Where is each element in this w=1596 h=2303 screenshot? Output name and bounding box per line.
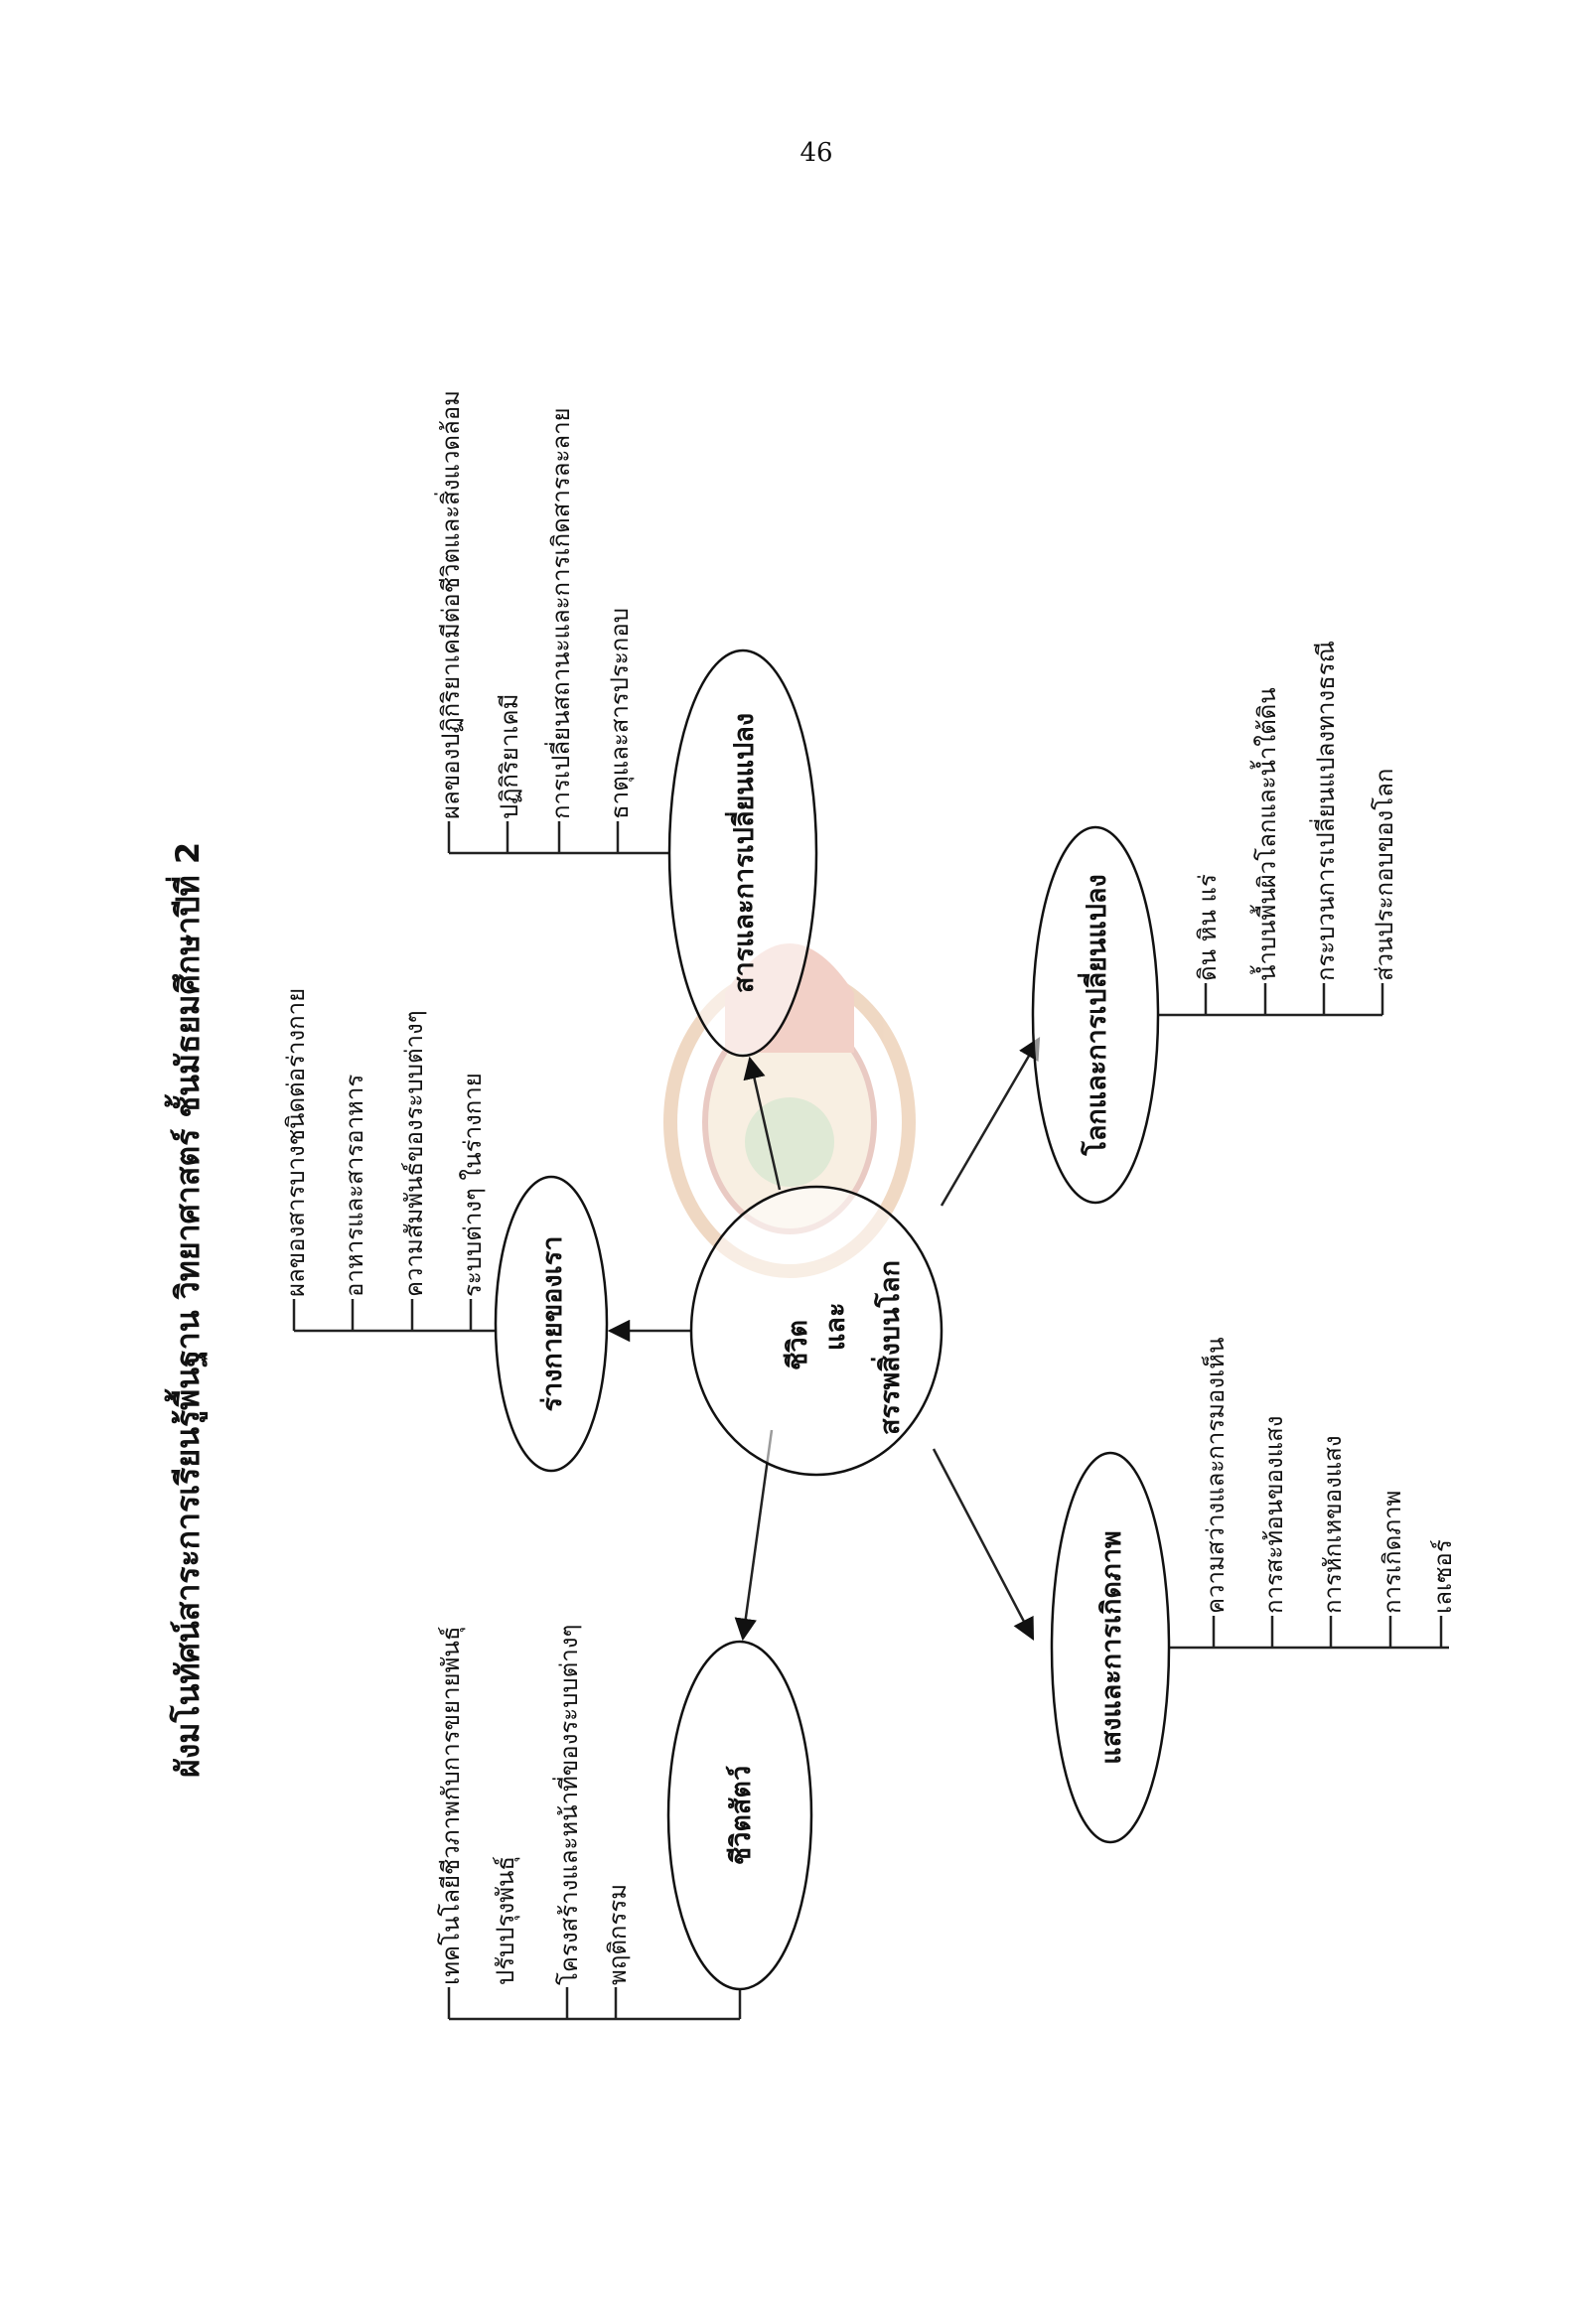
concept-node-label: ร่างกายของเรา (537, 1236, 568, 1412)
concept-node-label: แสงและการเกิดภาพ (1096, 1530, 1127, 1764)
concept-node (494, 1175, 609, 1473)
concept-item: น้ำบนพื้นผิวโลกและน้ำใต้ดิน (1249, 687, 1281, 981)
concept-item: ส่วนประกอบของโลก (1371, 769, 1398, 981)
concept-map: ผลของสารบางชนิดต่อร่างกาย อาหารและสารอาหา… (282, 390, 1457, 2021)
connector-arrow (940, 1037, 1041, 1207)
concept-item: การสะท้อนของแสง (1260, 1416, 1288, 1614)
diagram-title: ผังมโนทัศน์สาระการเรียนรู้พื้นฐาน วิทยาศ… (164, 842, 209, 1778)
concept-node (1050, 1451, 1171, 1844)
concept-item: การเกิดภาพ (1378, 1491, 1406, 1614)
connector-arrow (734, 1429, 774, 1642)
concept-node (666, 1640, 813, 1991)
page-number: 46 (799, 138, 832, 168)
center-node (689, 1185, 943, 1477)
concept-item: ปฏิกิริยาเคมี (496, 694, 523, 819)
concept-node (1031, 825, 1160, 1205)
center-label-line-2: และ (820, 1303, 851, 1351)
concept-item: ผลของสารบางชนิดต่อร่างกาย (282, 988, 310, 1297)
connector-arrow (932, 1448, 1035, 1641)
concept-item: พฤติกรรม (604, 1884, 632, 1985)
concept-node-label: สารและการเปลี่ยนแปลง (724, 713, 760, 993)
concept-item: เลเซอร์ (1429, 1539, 1457, 1614)
connector-arrow (743, 1056, 782, 1191)
concept-item: การเปลี่ยนสถานะและการเกิดสารละลาย (544, 407, 575, 819)
concept-item: ความสัมพันธ์ของระบบต่างๆ (400, 1010, 428, 1297)
concept-item: ดิน หิน แร่ (1194, 874, 1222, 981)
concept-item: ปรับปรุงพันธุ์ (492, 1856, 520, 1985)
concept-item: การหักเหของแสง (1319, 1435, 1347, 1614)
center-label-line-1: ชีวิต (783, 1320, 813, 1370)
concept-item: อาหารและสารอาหาร (341, 1075, 368, 1297)
concept-node (667, 648, 818, 1058)
concept-node-label: ชีวิตสัตว์ (725, 1766, 757, 1865)
concept-item: ระบบต่างๆ ในร่างกาย (459, 1073, 487, 1297)
concept-node-label: โลกและการเปลี่ยนแปลง (1077, 874, 1112, 1156)
concept-item: ผลของปฏิกิริยาเคมีต่อชีวิตและสิ่งแวดล้อม (434, 390, 465, 819)
concept-item: เทคโนโลยีชีวภาพกับการขยายพันธุ์ (437, 1627, 466, 1985)
concept-item: ความสว่างและการมองเห็น (1201, 1338, 1230, 1615)
concept-item: กระบวนการเปลี่ยนแปลงทางธรณี (1309, 641, 1340, 981)
concept-item: ธาตุและสารประกอบ (606, 608, 635, 819)
concept-item: โครงสร้างและหน้าที่ของระบบต่างๆ (552, 1625, 583, 1985)
center-label-line-3: สรรพสิ่งบนโลก (870, 1260, 906, 1435)
